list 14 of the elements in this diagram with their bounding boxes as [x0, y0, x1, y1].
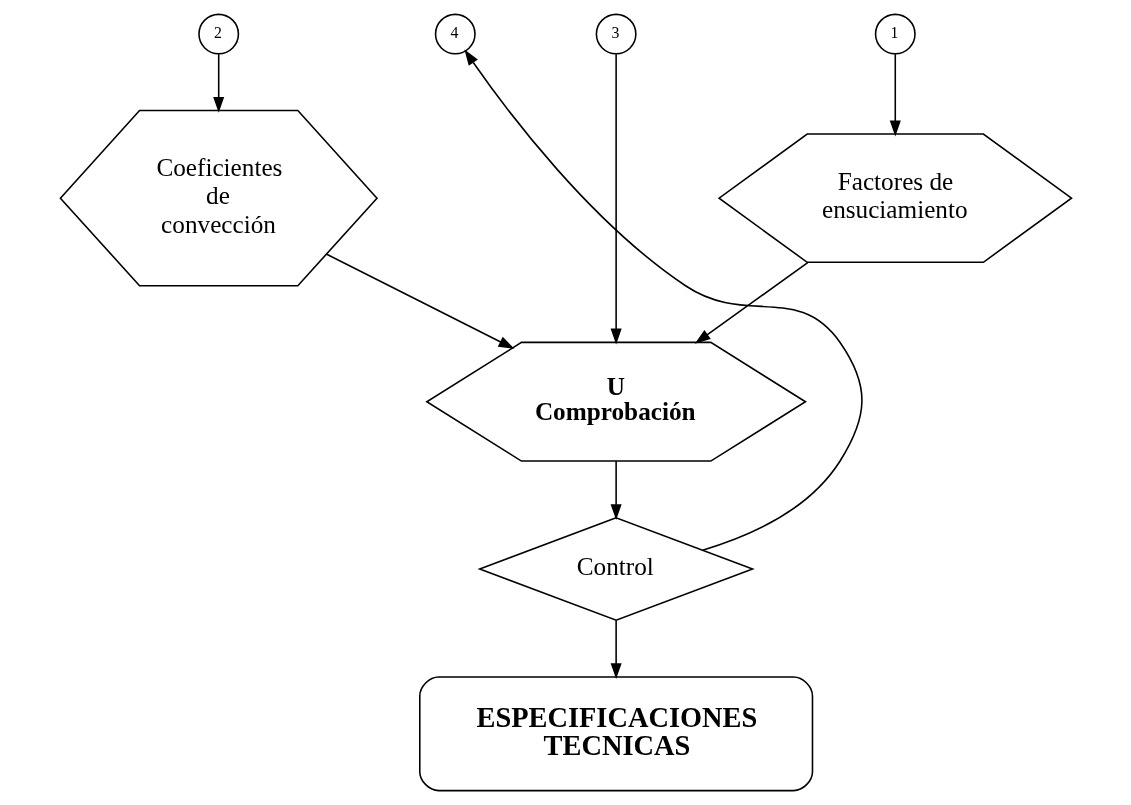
- arrow: [610, 619, 622, 680]
- arrow: [610, 460, 622, 521]
- arrow: [610, 53, 622, 345]
- arrow: [212, 53, 224, 113]
- node-circle: 2: [197, 13, 239, 55]
- arrow: [889, 53, 901, 137]
- node-box: ESPECIFICACIONES TECNICAS: [418, 676, 813, 792]
- arrow: [694, 261, 808, 344]
- arrow: [325, 253, 514, 349]
- node-circle: 4: [434, 13, 476, 55]
- node-circle: 1: [874, 13, 916, 55]
- node-circle: 3: [595, 13, 637, 55]
- node-diamond: Control: [476, 516, 755, 622]
- arrow: [463, 49, 863, 551]
